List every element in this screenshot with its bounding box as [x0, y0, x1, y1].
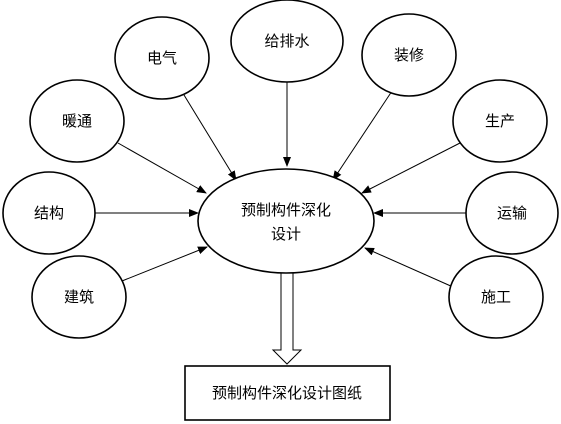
node-shigong-label: 施工: [481, 288, 511, 306]
node-shengchan: 生产: [452, 79, 548, 163]
node-dianqi: 电气: [114, 16, 210, 100]
edge-jianzhu: [116, 246, 208, 284]
node-yunshu-label: 运输: [497, 204, 527, 222]
node-nuantong: 暖通: [29, 79, 125, 163]
edge-zhuangxiu: [332, 87, 395, 181]
edge-shigong: [364, 247, 454, 288]
node-yunshu: 运输: [465, 171, 559, 255]
node-dianqi-label: 电气: [147, 49, 177, 67]
node-nuantong-label: 暖通: [62, 112, 92, 130]
node-geipaishui-label: 给排水: [264, 32, 309, 50]
node-jianzhu: 建筑: [31, 255, 127, 339]
output-box: 预制构件深化设计图纸: [184, 365, 391, 421]
center-node-line-1: 预制构件深化: [241, 201, 331, 219]
node-shengchan-label: 生产: [485, 112, 515, 130]
node-jiegou-label: 结构: [34, 204, 64, 222]
node-zhuangxiu: 装修: [361, 13, 457, 97]
edge-nuantong: [117, 142, 207, 194]
node-zhuangxiu-label: 装修: [394, 46, 424, 64]
output-arrow: [271, 270, 303, 365]
node-shigong: 施工: [448, 255, 544, 339]
edge-dianqi: [183, 94, 237, 181]
node-jiegou: 结构: [2, 171, 96, 255]
node-jianzhu-label: 建筑: [64, 288, 94, 306]
center-node-line-2: 设计: [271, 225, 301, 243]
node-geipaishui: 给排水: [230, 0, 344, 83]
center-node: 预制构件深化 设计: [197, 168, 375, 274]
output-box-label: 预制构件深化设计图纸: [212, 384, 362, 402]
edge-shengchan: [361, 142, 461, 194]
